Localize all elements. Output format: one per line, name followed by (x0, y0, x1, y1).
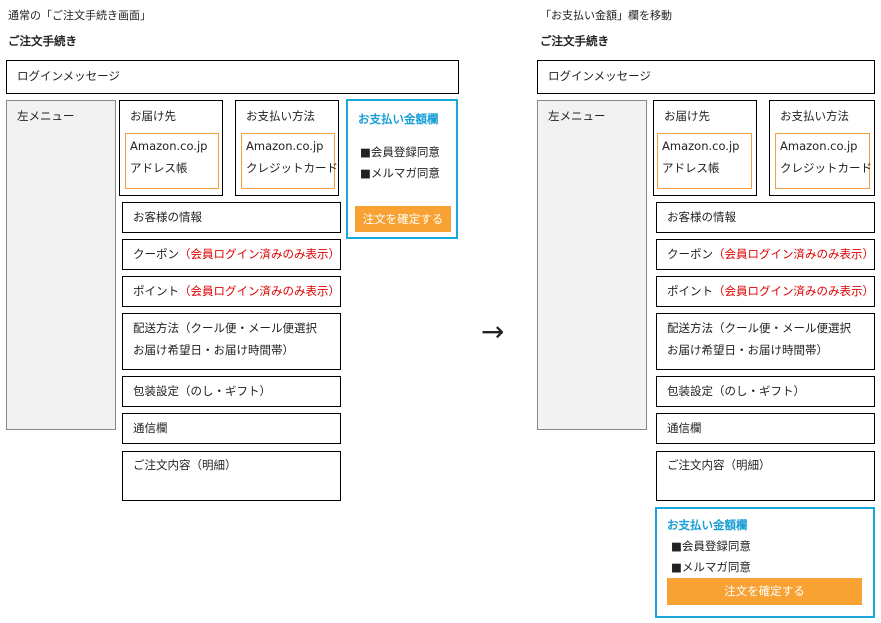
left-menu-label: 左メニュー (17, 109, 75, 123)
right-customer-info-box: お客様の情報 (656, 202, 875, 233)
right-login-message-box: ログインメッセージ (537, 60, 875, 94)
left-payment-amount-panel: お支払い金額欄 ■会員登録同意 ■メルマガ同意 注文を確定する (346, 99, 458, 239)
message-label: 通信欄 (667, 421, 702, 435)
right-arrow-icon: → (481, 315, 505, 348)
left-diagram-title: 通常の「ご注文手続き画面」 (8, 9, 151, 22)
shipping-line1: 配送方法（クール便・メール便選択 (667, 321, 851, 335)
shipping-line1: 配送方法（クール便・メール便選択 (133, 321, 317, 335)
left-login-message-box: ログインメッセージ (6, 60, 459, 94)
left-payment-method-box: お支払い方法 Amazon.co.jp クレジットカード (235, 100, 339, 196)
right-message-box: 通信欄 (656, 413, 875, 444)
payment-method-inner-box: Amazon.co.jp クレジットカード (241, 133, 338, 189)
coupon-label: クーポン (667, 247, 713, 261)
right-shipping-box: 配送方法（クール便・メール便選択 お届け希望日・お届け時間帯） (656, 313, 875, 370)
newsletter-consent: ■メルマガ同意 (671, 560, 751, 574)
delivery-line2: アドレス帳 (130, 161, 188, 175)
left-section-heading: ご注文手続き (8, 34, 77, 48)
confirm-order-button[interactable]: 注文を確定する (355, 206, 451, 232)
member-registration-consent: ■会員登録同意 (360, 145, 440, 159)
left-coupon-box: クーポン（会員ログイン済みのみ表示） (122, 239, 341, 270)
left-message-box: 通信欄 (122, 413, 341, 444)
payment-method-inner-box: Amazon.co.jp クレジットカード (775, 133, 872, 189)
payment-method-line2: クレジットカード (780, 161, 872, 175)
payment-method-line1: Amazon.co.jp (780, 139, 858, 153)
login-message-label: ログインメッセージ (548, 69, 651, 83)
left-shipping-box: 配送方法（クール便・メール便選択 お届け希望日・お届け時間帯） (122, 313, 341, 370)
right-point-box: ポイント（会員ログイン済みのみ表示） (656, 276, 875, 307)
delivery-line1: Amazon.co.jp (662, 139, 740, 153)
order-detail-label: ご注文内容（明細） (133, 458, 237, 472)
shipping-line2: お届け希望日・お届け時間帯） (133, 343, 294, 357)
right-order-detail-box: ご注文内容（明細） (656, 451, 875, 501)
order-detail-label: ご注文内容（明細） (667, 458, 771, 472)
member-registration-consent: ■会員登録同意 (671, 539, 751, 553)
payment-amount-title: お支払い金額欄 (358, 112, 439, 126)
delivery-label: お届け先 (130, 109, 176, 123)
right-payment-method-box: お支払い方法 Amazon.co.jp クレジットカード (769, 100, 875, 196)
customer-info-label: お客様の情報 (133, 210, 202, 224)
delivery-address-box: Amazon.co.jp アドレス帳 (657, 133, 752, 189)
coupon-label: クーポン (133, 247, 179, 261)
right-coupon-box: クーポン（会員ログイン済みのみ表示） (656, 239, 875, 270)
shipping-line2: お届け希望日・お届け時間帯） (667, 343, 828, 357)
point-label: ポイント (133, 284, 179, 298)
wrapping-label: 包装設定（のし・ギフト） (667, 384, 805, 398)
point-label: ポイント (667, 284, 713, 298)
left-order-detail-box: ご注文内容（明細） (122, 451, 341, 501)
left-menu-panel: 左メニュー (6, 100, 116, 430)
customer-info-label: お客様の情報 (667, 210, 736, 224)
coupon-note: （会員ログイン済みのみ表示） (713, 247, 874, 261)
right-wrapping-box: 包装設定（のし・ギフト） (656, 376, 875, 407)
delivery-address-box: Amazon.co.jp アドレス帳 (125, 133, 219, 189)
coupon-note: （会員ログイン済みのみ表示） (179, 247, 340, 261)
message-label: 通信欄 (133, 421, 168, 435)
right-payment-amount-panel: お支払い金額欄 ■会員登録同意 ■メルマガ同意 注文を確定する (655, 507, 875, 618)
left-wrapping-box: 包装設定（のし・ギフト） (122, 376, 341, 407)
right-section-heading: ご注文手続き (540, 34, 609, 48)
point-note: （会員ログイン済みのみ表示） (179, 284, 340, 298)
confirm-order-button[interactable]: 注文を確定する (667, 578, 862, 605)
payment-method-label: お支払い方法 (246, 109, 315, 123)
payment-amount-title: お支払い金額欄 (667, 518, 748, 532)
left-point-box: ポイント（会員ログイン済みのみ表示） (122, 276, 341, 307)
right-delivery-box: お届け先 Amazon.co.jp アドレス帳 (653, 100, 757, 196)
newsletter-consent: ■メルマガ同意 (360, 166, 440, 180)
delivery-line1: Amazon.co.jp (130, 139, 208, 153)
payment-method-line1: Amazon.co.jp (246, 139, 324, 153)
wrapping-label: 包装設定（のし・ギフト） (133, 384, 271, 398)
right-left-menu-panel: 左メニュー (537, 100, 647, 430)
point-note: （会員ログイン済みのみ表示） (713, 284, 874, 298)
left-delivery-box: お届け先 Amazon.co.jp アドレス帳 (119, 100, 223, 196)
left-customer-info-box: お客様の情報 (122, 202, 341, 233)
left-menu-label: 左メニュー (548, 109, 606, 123)
login-message-label: ログインメッセージ (17, 69, 120, 83)
right-diagram-title: 「お支払い金額」欄を移動 (540, 9, 672, 22)
payment-method-label: お支払い方法 (780, 109, 849, 123)
delivery-label: お届け先 (664, 109, 710, 123)
delivery-line2: アドレス帳 (662, 161, 720, 175)
payment-method-line2: クレジットカード (246, 161, 338, 175)
